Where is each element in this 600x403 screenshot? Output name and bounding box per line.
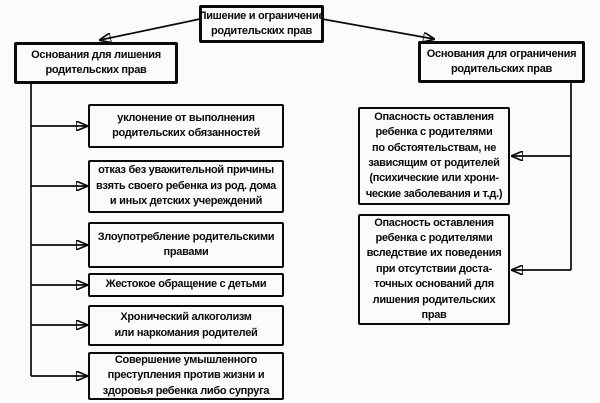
left-item-box-refusal: отказ без уважительной причины взять сво… [88,160,284,213]
right-item-text: Опасность оставления ребенка с родителям… [366,216,502,321]
left-item-box-abuse-of-rights: Злоупотребление родительскими правами [88,222,284,268]
left-item-text: Злоупотребление родительскими правами [97,230,275,258]
connector-root-to-left-header [100,18,201,40]
left-item-text: Совершение умышленного преступления прот… [102,353,270,397]
right-item-box-danger-behavior: Опасность оставления ребенка с родителям… [358,214,510,325]
left-item-box-alcoholism: Хронический алкоголизм или наркомания ро… [88,305,284,346]
left-item-box-cruel-treatment: Жестокое обращение с детьми [88,273,284,297]
right-header-text: Основания для ограничения родительских п… [426,47,577,75]
left-item-box-intentional-crime: Совершение умышленного преступления прот… [88,352,284,400]
left-item-text: отказ без уважительной причины взять сво… [95,164,276,208]
left-header-box: Основания для лишения родительских прав [14,42,178,84]
left-header-text: Основания для лишения родительских прав [31,48,161,76]
left-item-box-evasion: уклонение от выполнения родительских обя… [88,104,284,148]
left-item-text: Жестокое обращение с детьми [105,278,267,291]
root-box: Лишение и ограничение родительских прав [198,5,325,43]
right-item-box-danger-circumstances: Опасность оставления ребенка с родителям… [358,107,510,205]
left-item-text: уклонение от выполнения родительских обя… [112,111,260,139]
right-item-text: Опасность оставления ребенка с родителям… [365,110,503,200]
left-item-text: Хронический алкоголизм или наркомания ро… [114,311,258,339]
right-header-box: Основания для ограничения родительских п… [418,41,585,83]
connector-root-to-right-header [321,18,434,39]
root-box-text: Лишение и ограничение родительских прав [198,9,325,37]
